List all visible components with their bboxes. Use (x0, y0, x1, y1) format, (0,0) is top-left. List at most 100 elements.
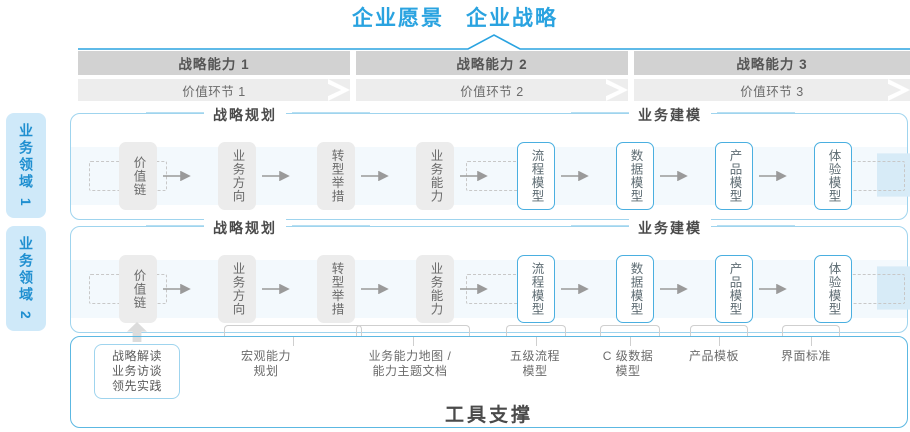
flow-box-label-3: 转型举措 (329, 262, 344, 316)
value-link-cell-1[interactable]: 价值环节 1 (78, 79, 350, 101)
tool-support-title: 工具支撑 (444, 405, 533, 426)
value-link-cell-3[interactable]: 价值环节 3 (634, 79, 910, 101)
tool-label-1-line-2: 业务访谈 (111, 364, 162, 378)
section-rule-left-2 (571, 112, 649, 114)
domain-row-2: 战略规划业务建模价值链业务方向转型举措业务能力流程模型数据模型产品模型体验模型 (70, 218, 910, 333)
tool-label-7-line-1: 界面标准 (780, 349, 831, 363)
bracket-4 (506, 325, 566, 337)
flow-box-6[interactable]: 数据模型 (616, 142, 654, 210)
flow-arrow-1 (163, 171, 191, 181)
flow-box-8[interactable]: 体验模型 (814, 255, 852, 323)
flow-box-label-7: 产品模型 (727, 262, 742, 316)
flow-box-3[interactable]: 转型举措 (317, 142, 355, 210)
section-rule-left-2 (571, 225, 649, 227)
section-rule-right-1 (292, 225, 370, 227)
tool-label-5-line-1: C 级数据 (602, 349, 654, 363)
vision-title: 企业愿景 (352, 7, 444, 30)
tool-label-3-line-2: 能力主题文档 (372, 364, 448, 378)
flow-arrow-3 (361, 284, 389, 294)
tool-label-3: 业务能力地图 /能力主题文档 (350, 349, 470, 379)
tool-label-5-line-2: 模型 (615, 364, 641, 378)
bracket-3 (356, 325, 470, 337)
flow-box-label-2: 业务方向 (230, 262, 245, 316)
flow-arrow-7 (759, 171, 787, 181)
flow-box-label-6: 数据模型 (628, 149, 643, 203)
flow-arrow-6 (660, 171, 688, 181)
flow-arrow-3 (361, 171, 389, 181)
flow-box-1[interactable]: 价值链 (119, 142, 157, 210)
tool-label-4: 五级流程模型 (496, 349, 574, 379)
tool-label-2-line-1: 宏观能力 (240, 349, 291, 363)
section-rule-right-1 (292, 112, 370, 114)
bracket-stem-5 (630, 337, 632, 346)
title-connector (78, 34, 910, 50)
flow-box-2[interactable]: 业务方向 (218, 142, 256, 210)
flow-box-3[interactable]: 转型举措 (317, 255, 355, 323)
flow-box-6[interactable]: 数据模型 (616, 255, 654, 323)
flow-arrow-2 (262, 284, 290, 294)
flow-arrow-1 (163, 284, 191, 294)
tool-label-3-line-1: 业务能力地图 / (368, 349, 452, 363)
tool-label-4-line-2: 模型 (522, 364, 548, 378)
sidebar-item-domain-2[interactable]: 业务领域 2 (6, 226, 46, 331)
capability-cell-1[interactable]: 战略能力 1 (78, 51, 350, 75)
section-rule-left-1 (146, 225, 224, 227)
tool-label-6: 产品模板 (675, 349, 753, 364)
flow-box-label-4: 业务能力 (428, 262, 443, 316)
capability-bar-row: 战略能力 1 战略能力 2 战略能力 3 (78, 51, 910, 75)
capability-cell-3[interactable]: 战略能力 3 (634, 51, 910, 75)
flow-box-label-6: 数据模型 (628, 262, 643, 316)
flow-arrow-4 (460, 171, 488, 181)
domain-row-1: 战略规划业务建模价值链业务方向转型举措业务能力流程模型数据模型产品模型体验模型 (70, 105, 910, 220)
capability-cell-2[interactable]: 战略能力 2 (356, 51, 628, 75)
tool-label-2-line-2: 规划 (253, 364, 279, 378)
value-link-label-2: 价值环节 2 (460, 84, 524, 99)
section-title-2: 业务建模 (629, 218, 711, 238)
bracket-7 (782, 325, 840, 337)
tool-label-1-line-1: 战略解读 (111, 349, 162, 363)
flow-box-label-8: 体验模型 (826, 149, 841, 203)
flow-box-5[interactable]: 流程模型 (517, 255, 555, 323)
domain-1-label: 业务领域 1 (18, 122, 34, 209)
flow-box-label-1: 价值链 (131, 155, 146, 197)
flow-box-8[interactable]: 体验模型 (814, 142, 852, 210)
flow-box-label-5: 流程模型 (529, 149, 544, 203)
flow-box-label-2: 业务方向 (230, 149, 245, 203)
tool-label-2: 宏观能力规划 (218, 349, 314, 379)
flow-box-4[interactable]: 业务能力 (416, 142, 454, 210)
flow-box-label-1: 价值链 (131, 268, 146, 310)
flow-box-1[interactable]: 价值链 (119, 255, 157, 323)
bracket-stem-7 (811, 337, 813, 346)
bracket-stem-6 (719, 337, 721, 346)
tool-label-1-line-3: 领先实践 (111, 379, 162, 393)
flow-box-label-3: 转型举措 (329, 149, 344, 203)
bracket-5 (600, 325, 660, 337)
bracket-2 (224, 325, 362, 337)
sidebar-item-domain-1[interactable]: 业务领域 1 (6, 113, 46, 218)
flow-box-2[interactable]: 业务方向 (218, 255, 256, 323)
section-rule-right-2 (717, 225, 795, 227)
flow-box-5[interactable]: 流程模型 (517, 142, 555, 210)
value-link-label-1: 价值环节 1 (182, 84, 246, 99)
flow-box-4[interactable]: 业务能力 (416, 255, 454, 323)
flow-box-7[interactable]: 产品模型 (715, 255, 753, 323)
bracket-stem-2 (293, 337, 295, 346)
flow-arrow-5 (561, 284, 589, 294)
tool-label-5: C 级数据模型 (589, 349, 667, 379)
section-rule-right-2 (717, 112, 795, 114)
capability-label-3: 战略能力 3 (736, 57, 808, 72)
section-title-1: 战略规划 (204, 105, 286, 125)
tool-label-4-line-1: 五级流程 (509, 349, 560, 363)
capability-label-1: 战略能力 1 (178, 57, 250, 72)
tool-label-1[interactable]: 战略解读业务访谈领先实践 (94, 344, 180, 399)
flow-arrow-5 (561, 171, 589, 181)
value-link-cell-2[interactable]: 价值环节 2 (356, 79, 628, 101)
domain-2-label: 业务领域 2 (18, 235, 34, 322)
section-rule-left-1 (146, 112, 224, 114)
bracket-6 (690, 325, 748, 337)
flow-arrow-2 (262, 171, 290, 181)
page-title: 企业愿景企业战略 (0, 2, 910, 32)
flow-box-label-4: 业务能力 (428, 149, 443, 203)
flow-box-label-8: 体验模型 (826, 262, 841, 316)
flow-box-7[interactable]: 产品模型 (715, 142, 753, 210)
